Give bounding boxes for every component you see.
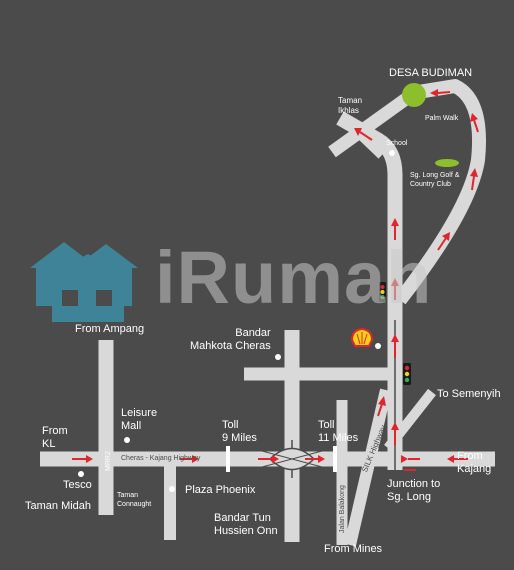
label-plaza-phoenix: Plaza Phoenix bbox=[185, 484, 256, 496]
route-arrow bbox=[437, 232, 450, 251]
taman-ikhlas-road bbox=[328, 90, 414, 158]
silk-highway bbox=[344, 388, 392, 547]
location-dot-icon bbox=[169, 486, 175, 492]
route-arrow bbox=[391, 218, 399, 240]
route-arrow bbox=[72, 455, 93, 463]
label-from-kl: From KL bbox=[42, 425, 68, 450]
label-palm-walk: Palm Walk bbox=[425, 115, 459, 122]
route-arrow bbox=[391, 278, 399, 300]
route-arrow bbox=[470, 168, 478, 191]
label-jalan-balakong: Jalan Balakong bbox=[339, 485, 346, 533]
label-tesco: Tesco bbox=[63, 479, 92, 491]
location-dot-icon bbox=[275, 354, 281, 360]
label-from-ampang: From Ampang bbox=[75, 323, 145, 335]
interchange bbox=[261, 447, 323, 471]
label-leisure-mall: Leisure Mall bbox=[121, 407, 158, 432]
label-toll-11-miles: Toll 11 Miles bbox=[318, 419, 359, 444]
route-arrow bbox=[258, 455, 279, 463]
location-dot-icon bbox=[375, 343, 381, 349]
ikhlas-spur bbox=[354, 128, 386, 159]
location-dot-icon bbox=[389, 150, 395, 156]
golf-club-marker bbox=[435, 159, 459, 167]
desa-budiman-marker bbox=[402, 83, 426, 107]
location-dot-icon bbox=[124, 437, 130, 443]
route-arrow bbox=[391, 422, 399, 445]
label-mrr2: MRR2 bbox=[105, 451, 112, 471]
route-arrow bbox=[354, 128, 373, 141]
label-bandar-tun-hussien-onn: Bandar Tun Hussien Onn bbox=[214, 512, 278, 537]
house-logo-icon bbox=[30, 242, 138, 322]
label-school: School bbox=[386, 140, 408, 147]
label-taman-connaught: Taman Connaught bbox=[117, 492, 152, 508]
traffic-light-icon bbox=[403, 363, 411, 385]
watermark-brand: iRumah bbox=[155, 236, 433, 319]
route-arrow bbox=[180, 455, 199, 463]
route-arrow bbox=[401, 455, 420, 463]
label-junction-sg-long: Junction to Sg. Long bbox=[387, 478, 441, 503]
label-golf-club: Sg. Long Golf & Country Club bbox=[410, 172, 460, 188]
route-arrow bbox=[430, 89, 451, 97]
label-desa-budiman: DESA BUDIMAN bbox=[389, 67, 473, 79]
label-taman-midah: Taman Midah bbox=[25, 500, 92, 512]
route-arrow bbox=[447, 455, 468, 463]
label-to-semenyih: To Semenyih bbox=[437, 388, 501, 400]
label-toll-9-miles: Toll 9 Miles bbox=[222, 419, 257, 444]
label-from-kajang: From Kajang bbox=[457, 450, 492, 475]
route-arrow bbox=[377, 396, 386, 417]
route-arrow bbox=[470, 113, 479, 133]
shell-logo-icon bbox=[350, 327, 374, 347]
toll-11-miles-bar bbox=[333, 446, 337, 472]
traffic-light-icon bbox=[379, 282, 386, 302]
route-arrow bbox=[391, 334, 399, 358]
toll-9-miles-bar bbox=[226, 446, 230, 472]
route-arrow bbox=[305, 455, 325, 463]
label-cheras-kajang-highway: Cheras - Kajang Highway bbox=[121, 455, 201, 462]
label-from-mines: From Mines bbox=[324, 543, 383, 555]
location-dot-icon bbox=[78, 471, 84, 477]
desa-loop-road bbox=[394, 79, 486, 305]
label-taman-ikhlas: Taman Ikhlas bbox=[338, 96, 363, 115]
label-bandar-mahkota: Bandar Mahkota Cheras bbox=[190, 327, 271, 352]
